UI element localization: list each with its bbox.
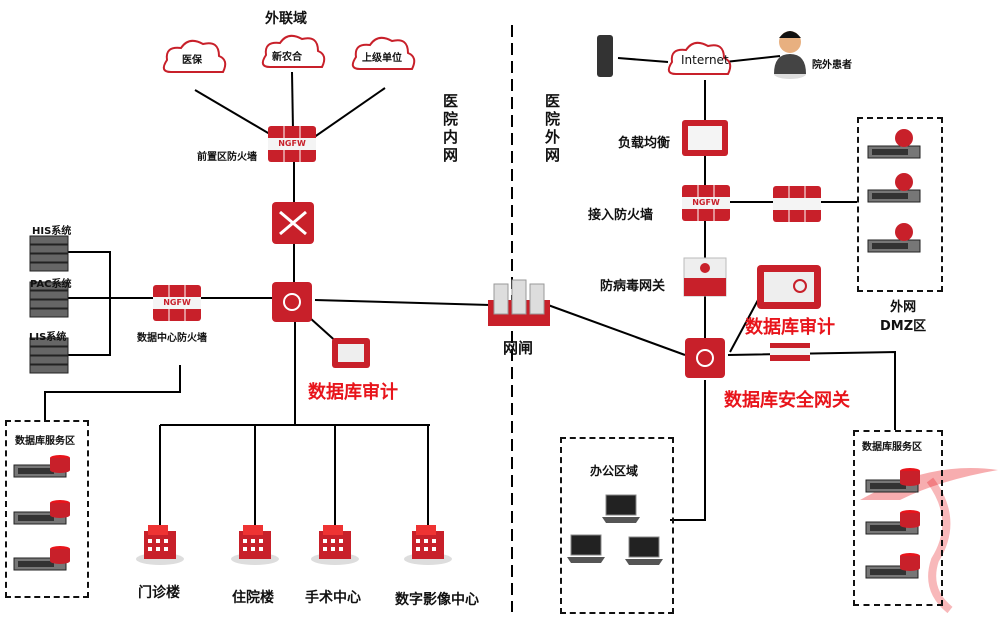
access-firewall-label: 接入防火墙 <box>588 208 654 223</box>
cloud-label: 上级单位 <box>362 53 402 64</box>
db-zone-label: 数据库服务区 <box>15 436 75 447</box>
front-firewall-label: 前置区防火墙 <box>197 152 257 163</box>
dmz-box <box>857 117 943 292</box>
load-balancer-label: 负载均衡 <box>618 136 671 151</box>
patient-label: 院外患者 <box>812 60 852 71</box>
server-icon <box>29 235 69 272</box>
firewall-ngfw-text: NGFW <box>278 139 306 148</box>
building-icon <box>231 525 279 565</box>
gatekeeper-label: 网闸 <box>503 339 534 357</box>
dmz-label: 外网 DMZ区 <box>880 300 927 334</box>
db-audit-label: 数据库审计 <box>745 317 835 338</box>
db-audit-icon <box>332 338 370 368</box>
gatekeeper-icon <box>488 279 550 326</box>
cloud-label: 医保 <box>182 55 202 66</box>
antivirus-label: 防病毒网关 <box>600 279 666 294</box>
outer-zone-label: 医院外网 <box>545 92 561 164</box>
db-audit-label: 数据库审计 <box>308 382 398 403</box>
building-icon <box>311 525 359 565</box>
internet-label: Internet <box>681 53 729 67</box>
cloud-label: 新农合 <box>272 52 302 63</box>
building-label: 门诊楼 <box>138 585 180 601</box>
antivirus-gateway-icon <box>683 257 727 297</box>
office-box <box>560 437 674 614</box>
dmz-web-servers <box>867 129 921 253</box>
switch-icon <box>272 202 314 244</box>
db-zone-box-outer <box>853 430 943 606</box>
db-zone-label: 数据库服务区 <box>862 442 922 453</box>
system-label: PAC系统 <box>30 279 72 290</box>
system-label: HIS系统 <box>32 226 72 237</box>
inner-zone-label: 医院内网 <box>443 92 459 164</box>
db-gateway-icon <box>770 343 810 361</box>
core-switch-icon <box>271 281 313 323</box>
db-gateway-label: 数据库安全网关 <box>724 390 850 411</box>
system-label: LIS系统 <box>29 332 67 343</box>
dc-firewall-label: 数据中心防火墙 <box>137 333 207 344</box>
person-icon <box>774 31 806 79</box>
firewall-ngfw-text: NGFW <box>692 198 720 207</box>
building-icon <box>136 525 184 565</box>
building-label: 手术中心 <box>305 590 361 606</box>
db-audit-icon <box>757 265 821 309</box>
phone-icon <box>597 35 613 77</box>
external-zone-title: 外联域 <box>265 11 307 27</box>
building-icon <box>404 525 452 565</box>
office-label: 办公区域 <box>590 464 639 478</box>
core-switch-icon <box>684 337 726 379</box>
server-icon <box>29 337 69 374</box>
building-label: 数字影像中心 <box>395 592 479 608</box>
building-label: 住院楼 <box>232 590 274 606</box>
firewall-ngfw-text: NGFW <box>163 298 191 307</box>
db-zone-box-inner <box>5 420 89 598</box>
load-balancer-icon <box>682 120 728 156</box>
firewall-icon <box>772 185 822 223</box>
